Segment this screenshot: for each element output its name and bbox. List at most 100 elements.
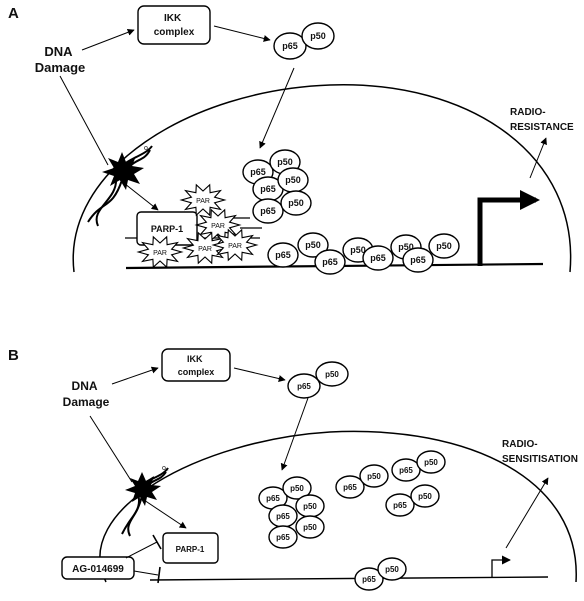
- svg-text:p50: p50: [385, 565, 399, 574]
- p50-subunit: p50: [297, 232, 329, 258]
- svg-text:p65: p65: [266, 494, 280, 503]
- p65-subunit: p65: [335, 475, 365, 499]
- svg-text:p50: p50: [285, 175, 301, 185]
- svg-text:p65: p65: [276, 533, 290, 542]
- p50-subunit: p50: [428, 233, 460, 259]
- svg-text:PAR: PAR: [211, 223, 225, 230]
- svg-text:p50: p50: [277, 157, 293, 167]
- dna-damage-label-a: DNA Damage: [35, 44, 86, 75]
- svg-text:p65: p65: [297, 382, 311, 391]
- panel-a-label: A: [8, 5, 19, 22]
- p65-subunit: p65: [314, 249, 346, 275]
- svg-text:o₂: o₂: [144, 145, 151, 152]
- p50-subunit: p50: [315, 361, 349, 387]
- p50-subunit: p50: [416, 450, 446, 474]
- par-chain: PAR: [211, 228, 259, 262]
- p50-subunit: p50: [277, 167, 309, 193]
- transcription-start-arrow-a: [477, 190, 540, 266]
- inhibitor-label-b: AG-014699: [72, 564, 124, 575]
- p50-subunit: p50: [295, 515, 325, 539]
- svg-text:p65: p65: [275, 250, 291, 260]
- svg-text:p50: p50: [303, 502, 317, 511]
- p65-subunit: p65: [268, 504, 298, 528]
- arrow-damage-to-ikk-a: [81, 28, 135, 51]
- ikk-complex-label-b: IKK complex: [178, 354, 215, 377]
- p50-subunit: p50: [280, 190, 312, 216]
- svg-text:p65: p65: [370, 253, 386, 263]
- nfkb-dimers-a: p65p50p65p50p65p50p65p50p65p50p65p50p65p…: [242, 22, 460, 275]
- par-chain: PAR: [136, 235, 184, 269]
- svg-text:p65: p65: [276, 512, 290, 521]
- p65-subunit: p65: [287, 373, 321, 399]
- svg-text:p65: p65: [250, 167, 266, 177]
- svg-text:p65: p65: [393, 501, 407, 510]
- svg-text:p65: p65: [322, 257, 338, 267]
- svg-text:p65: p65: [410, 255, 426, 265]
- p65-subunit: p65: [385, 493, 415, 517]
- chromatin-line-b: [149, 576, 549, 581]
- ikk-complex-box-a: [137, 5, 211, 45]
- svg-text:PAR: PAR: [153, 250, 167, 257]
- svg-text:p65: p65: [260, 206, 276, 216]
- svg-text:p65: p65: [343, 483, 357, 492]
- parp1-label-b: PARP-1: [176, 545, 205, 554]
- arrow-nfkb-into-nucleus-b: [280, 397, 309, 471]
- panel-a: A DNA Damage IKK complex o₂: [8, 5, 574, 275]
- p65-subunit: p65: [362, 245, 394, 271]
- p50-subunit: p50: [359, 464, 389, 488]
- p50-subunit: p50: [295, 494, 325, 518]
- ikk-complex-label-a: IKK complex: [154, 13, 195, 38]
- panel-b-label: B: [8, 347, 19, 364]
- svg-text:p50: p50: [325, 370, 339, 379]
- damaged-dna-icon-a: o₂: [87, 145, 153, 227]
- arrow-ikk-to-nfkb-b: [233, 367, 286, 382]
- svg-text:p50: p50: [305, 240, 321, 250]
- arrow-dna-to-parp-b: [143, 499, 187, 529]
- parp1-box-b: [162, 532, 219, 564]
- p50-subunit: p50: [301, 22, 335, 50]
- par-chain: PAR: [181, 231, 229, 265]
- par-chain: PAR: [179, 183, 227, 217]
- svg-text:p65: p65: [399, 466, 413, 475]
- outcome-label-b: RADIO- SENSITISATION: [502, 439, 578, 465]
- p65-subunit: p65: [402, 247, 434, 273]
- svg-text:p50: p50: [367, 472, 381, 481]
- outcome-label-a: RADIO- RESISTANCE: [510, 107, 574, 133]
- svg-text:p50: p50: [436, 241, 452, 251]
- svg-text:p50: p50: [303, 523, 317, 532]
- arrow-damage-to-dna-a: [59, 75, 109, 166]
- panel-b: B DNA Damage IKK complex o₂ PARP-1 AG-01…: [8, 347, 578, 591]
- p65-subunit: p65: [267, 242, 299, 268]
- svg-text:p50: p50: [424, 458, 438, 467]
- svg-text:p50: p50: [418, 492, 432, 501]
- p50-subunit: p50: [410, 484, 440, 508]
- p65-subunit: p65: [273, 32, 307, 60]
- parp1-label-a: PARP-1: [151, 224, 183, 234]
- svg-text:p65: p65: [362, 575, 376, 584]
- p50-subunit: p50: [282, 476, 312, 500]
- cell-membrane-b: [99, 430, 577, 583]
- cell-membrane-a: [72, 84, 572, 273]
- dna-damage-label-b: DNA Damage: [63, 379, 110, 409]
- p65-subunit: p65: [354, 567, 384, 591]
- inhibition-arrow-to-transcription-b: [133, 566, 161, 584]
- svg-text:PAR: PAR: [198, 246, 212, 253]
- p65-subunit: p65: [391, 458, 421, 482]
- arrow-damage-to-dna-b: [89, 415, 133, 483]
- damaged-dna-icon-b: o₂: [121, 465, 169, 537]
- svg-text:o₂: o₂: [162, 465, 169, 472]
- svg-text:p50: p50: [290, 484, 304, 493]
- svg-text:p65: p65: [282, 41, 298, 51]
- svg-text:p50: p50: [398, 242, 414, 252]
- arrow-to-outcome-b: [505, 477, 549, 549]
- arrow-to-outcome-a: [529, 137, 547, 179]
- arrow-damage-to-ikk-b: [111, 366, 159, 385]
- nfkb-dimers-b: p65 p50 p65 p50 p65 p50 p65 p50 p65 p50 p65 p50 p65 p…: [258, 361, 446, 591]
- svg-text:p50: p50: [288, 198, 304, 208]
- p65-subunit: p65: [252, 198, 284, 224]
- arrow-ikk-to-nfkb-a: [213, 25, 271, 42]
- svg-text:p50: p50: [350, 245, 366, 255]
- ikk-complex-box-b: [161, 348, 231, 382]
- inhibition-arrow-to-parp-b: [125, 534, 162, 559]
